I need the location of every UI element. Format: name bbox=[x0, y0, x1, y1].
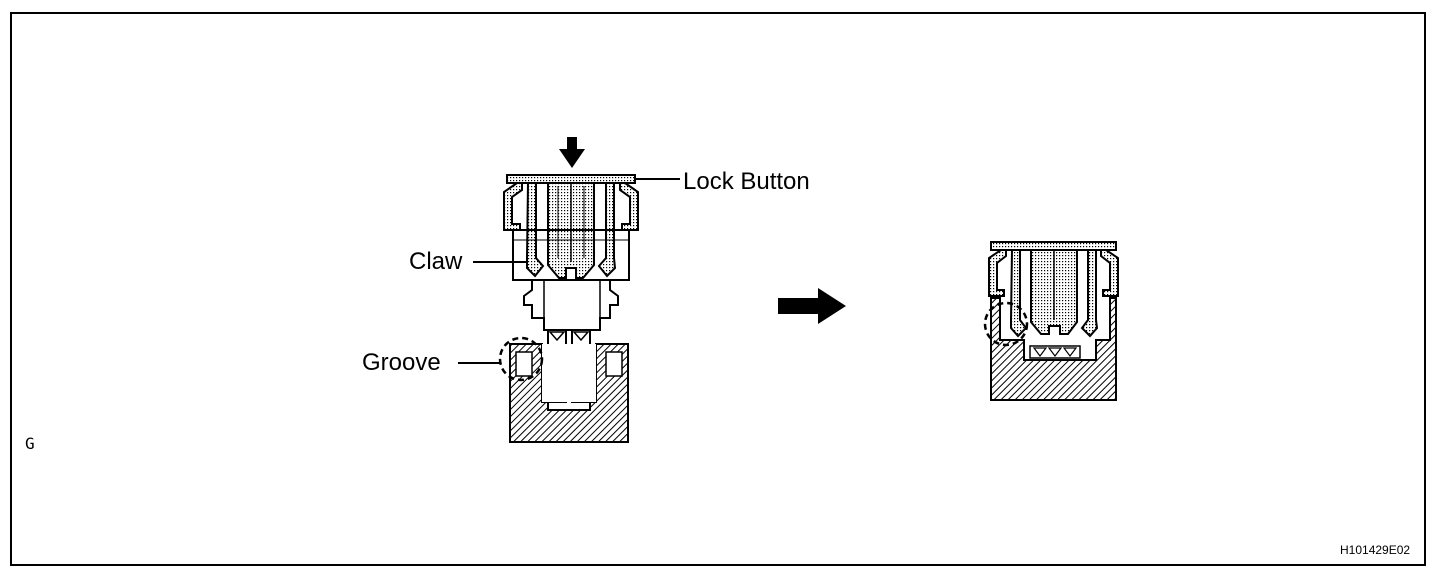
claw-right-view-left bbox=[1010, 249, 1028, 338]
lock-button-plate-left bbox=[506, 174, 636, 184]
corner-mark: G bbox=[25, 434, 35, 453]
left-assembly bbox=[458, 137, 680, 443]
housing-body bbox=[512, 229, 630, 281]
groove-highlight-circle bbox=[498, 336, 544, 382]
push-arrow-icon bbox=[559, 137, 585, 168]
lock-button-cap-left bbox=[503, 182, 523, 231]
lock-button-label: Lock Button bbox=[683, 168, 810, 195]
right-assembly bbox=[983, 241, 1119, 401]
lock-button-plate-right bbox=[990, 241, 1117, 251]
claw-right-view-right bbox=[1080, 249, 1099, 338]
lock-button-cap-right-right-arm bbox=[1100, 249, 1119, 297]
mating-connector-right bbox=[990, 297, 1117, 401]
lock-button-cap-right bbox=[619, 182, 639, 231]
transition-arrow-icon bbox=[778, 288, 846, 324]
claw-label: Claw bbox=[409, 248, 463, 275]
groove-label: Groove bbox=[362, 349, 441, 376]
figure-id: H101429E02 bbox=[1340, 543, 1411, 557]
groove-highlight-circle-right bbox=[983, 301, 1029, 347]
diagram-frame bbox=[10, 12, 1426, 566]
lock-button-cap-right-left-arm bbox=[988, 249, 1007, 297]
housing-neck bbox=[523, 280, 619, 331]
